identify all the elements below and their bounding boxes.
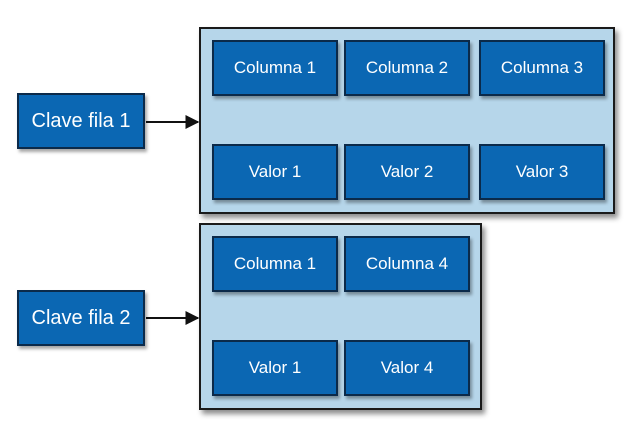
row-2-column-2: Columna 4 [344,236,470,292]
row-2-value-2-label: Valor 4 [380,358,434,377]
row-key-1: Clave fila 1 [17,93,145,149]
row-key-1-label: Clave fila 1 [31,109,131,132]
row-key-2: Clave fila 2 [17,290,145,346]
row-1-column-2: Columna 2 [344,40,470,96]
row-1-value-3: Valor 3 [479,144,605,200]
row-1-column-2-label: Columna 2 [365,58,449,77]
row-2-column-1: Columna 1 [212,236,338,292]
row-2-value-1-label: Valor 1 [248,358,302,377]
row-2-column-1-label: Columna 1 [233,254,317,273]
row-1-column-3-label: Columna 3 [500,58,584,77]
row-2-column-2-label: Columna 4 [365,254,449,273]
row-1-value-3-label: Valor 3 [515,162,569,181]
row-1-value-2: Valor 2 [344,144,470,200]
row-2-value-1: Valor 1 [212,340,338,396]
row-1-column-1: Columna 1 [212,40,338,96]
row-2-value-2: Valor 4 [344,340,470,396]
row-1-column-1-label: Columna 1 [233,58,317,77]
row-key-2-label: Clave fila 2 [31,306,131,329]
row-1-value-1: Valor 1 [212,144,338,200]
row-1-value-2-label: Valor 2 [380,162,434,181]
row-1-value-1-label: Valor 1 [248,162,302,181]
row-1-column-3: Columna 3 [479,40,605,96]
